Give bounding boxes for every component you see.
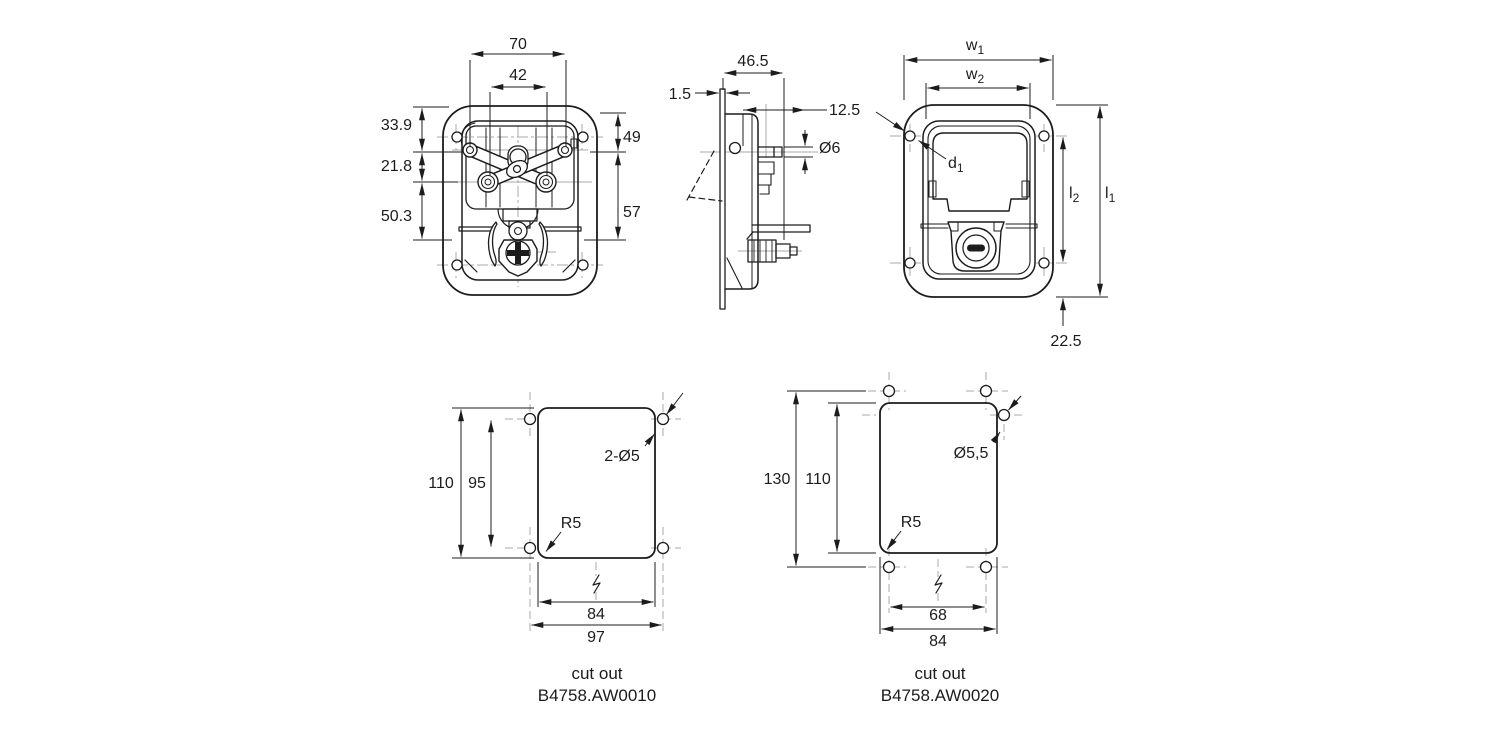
symmetry-mark: [592, 574, 601, 594]
key-slot: [967, 244, 985, 252]
rear-view-drawing: 70 42 33.9 21.8 50.3 49 57: [381, 36, 641, 296]
front-view-dimensions: w1 w2 l2 l1 d1 22.5: [875, 37, 1116, 350]
cutout2-dimensions: 130 110 68 84 Ø5,5 R5: [764, 390, 1022, 650]
cutout1-drawing: 110 95 84 97 2-Ø5 R5 cut out B4758.AW001…: [428, 392, 684, 705]
dim-width-inner: 42: [509, 67, 527, 84]
cutout1-rect: [537, 407, 656, 559]
cutout1-caption: cut out: [571, 664, 622, 683]
label-cutout1-holes: 2-Ø5: [604, 448, 640, 465]
dim-d1: d1: [948, 155, 964, 175]
dim-offset: 12.5: [829, 102, 860, 119]
side-latch-body: [686, 113, 811, 290]
dim-cutout2-hole-spacing-h: 68: [929, 607, 947, 624]
dim-width-outer: 70: [509, 36, 527, 53]
front-plate-outline: [903, 104, 1054, 298]
cutout2-rect: [879, 402, 998, 554]
dim-w1: w1: [965, 37, 985, 57]
rear-view-dimensions: 70 42 33.9 21.8 50.3 49 57: [381, 36, 641, 241]
label-cutout1-radius: R5: [561, 515, 582, 532]
label-cutout2-holes: Ø5,5: [954, 445, 989, 462]
mounting-panel: [719, 88, 726, 310]
cutout2-part-number: B4758.AW0020: [881, 686, 999, 705]
dim-bottom-margin: 22.5: [1050, 333, 1081, 350]
dim-cutout2-width: 84: [929, 633, 947, 650]
label-cutout2-radius: R5: [901, 514, 922, 531]
rear-recess-chamfers: [464, 259, 576, 273]
cutout2-centerlines: [862, 372, 1022, 613]
front-mounting-holes: [904, 130, 1050, 269]
dim-cutout1-width: 84: [587, 606, 605, 623]
cutout2-caption: cut out: [914, 664, 965, 683]
dim-cutout2-hole-spacing-v: 130: [764, 471, 791, 488]
front-recess-outline: [922, 120, 1036, 280]
rear-plate-outline: [442, 105, 598, 296]
side-view-drawing: 46.5 1.5 12.5 Ø6: [669, 53, 860, 310]
cutout1-holes: [523, 412, 670, 555]
dim-cutout1-hole-spacing-v: 95: [468, 475, 486, 492]
dim-right-top: 49: [623, 129, 641, 146]
dim-panel-thickness: 1.5: [669, 86, 691, 103]
paddle-handle: [920, 132, 1038, 229]
side-view-centerlines: [700, 104, 818, 252]
cutout2-drawing: 130 110 68 84 Ø5,5 R5 cut out B4758.AW00…: [764, 372, 1022, 705]
latch-mechanism: [458, 122, 582, 277]
cutout1-part-number: B4758.AW0010: [538, 686, 656, 705]
cutout2-corner-hole: [997, 408, 1011, 422]
dim-height-top: 33.9: [381, 117, 412, 134]
dim-l2: l2: [1069, 185, 1080, 205]
dim-w2: w2: [965, 66, 985, 86]
dim-cutout2-height: 110: [805, 471, 831, 488]
front-view-drawing: w1 w2 l2 l1 d1 22.5: [875, 37, 1116, 350]
cutout1-dimensions: 110 95 84 97 2-Ø5 R5: [428, 392, 684, 646]
dim-cutout1-height: 110: [428, 475, 454, 492]
dim-height-bottom: 50.3: [381, 208, 412, 225]
open-paddle-swing-dashed: [686, 150, 723, 202]
dim-l1: l1: [1105, 185, 1116, 205]
cutout2-holes: [882, 384, 1011, 574]
front-recess-lip: [927, 125, 1031, 275]
side-view-dimensions: 46.5 1.5 12.5 Ø6: [669, 53, 860, 240]
dim-cutout1-hole-spacing-h: 97: [587, 629, 605, 646]
rear-recess-outline: [461, 120, 579, 281]
dim-depth: 46.5: [737, 53, 768, 70]
dim-height-mid: 21.8: [381, 158, 412, 175]
dim-right-bottom: 57: [623, 204, 641, 221]
dim-shaft-diameter: Ø6: [819, 140, 840, 157]
lock-cylinder: [947, 221, 1005, 272]
rear-mounting-holes: [451, 131, 589, 271]
symmetry-mark: [934, 574, 943, 594]
